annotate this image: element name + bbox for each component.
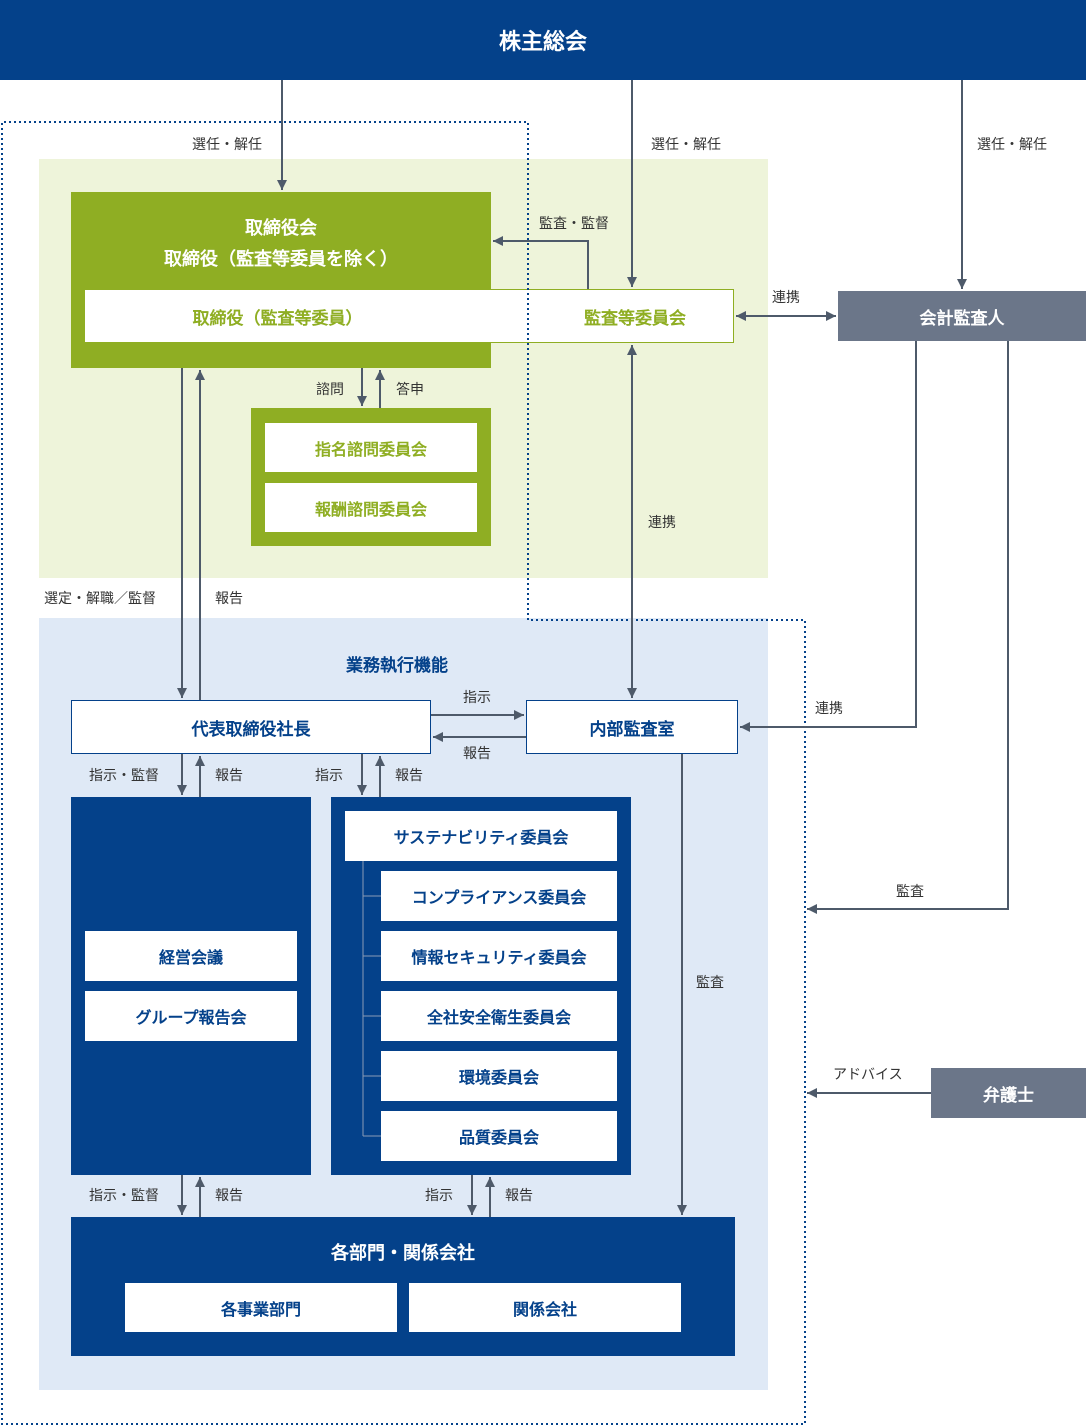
management-panel [71, 797, 311, 1175]
sustainability-committee: サステナビリティ委員会 [345, 811, 617, 861]
info-security-committee: 情報セキュリティ委員会 [381, 931, 617, 981]
group-report-meeting: グループ報告会 [85, 991, 297, 1041]
label-report-internal: 報告 [463, 746, 491, 762]
label-advice: アドバイス [833, 1067, 903, 1083]
internal-audit-office: 内部監査室 [526, 700, 738, 754]
management-meeting: 経営会議 [85, 931, 297, 981]
audit-committee: 監査等委員会 [584, 308, 686, 329]
label-instruct-supervise-left: 指示・監督 [89, 768, 159, 784]
quality-committee: 品質委員会 [381, 1111, 617, 1161]
board-title: 取締役会 [245, 218, 317, 239]
label-instruct-bottom: 指示 [425, 1188, 453, 1204]
label-appoint-dismiss-supervise: 選定・解職／監督 [44, 591, 156, 607]
label-audit-supervise: 監査・監督 [539, 216, 609, 232]
label-reply: 答申 [396, 382, 424, 398]
label-cooperation-accountant-internal: 連携 [815, 701, 843, 717]
execution-title: 業務執行機能 [346, 655, 448, 676]
board-subtitle: 取締役（監査等委員を除く） [164, 249, 398, 270]
label-instruct-internal: 指示 [463, 690, 491, 706]
compliance-committee: コンプライアンス委員会 [381, 871, 617, 921]
label-elect-audit: 選任・解任 [651, 137, 721, 153]
president: 代表取締役社長 [71, 700, 431, 754]
business-departments: 各事業部門 [125, 1283, 397, 1332]
affiliates: 関係会社 [409, 1283, 681, 1332]
label-instruct-right: 指示 [315, 768, 343, 784]
lawyer: 弁護士 [931, 1068, 1086, 1118]
label-cooperation-accountant: 連携 [772, 290, 800, 306]
environment-committee: 環境委員会 [381, 1051, 617, 1101]
remuneration-committee: 報酬諮問委員会 [265, 483, 477, 532]
label-elect-board: 選任・解任 [192, 137, 262, 153]
arrow-audit-accountant [807, 341, 1009, 914]
label-report-left: 報告 [215, 768, 243, 784]
shareholders-meeting: 株主総会 [0, 0, 1086, 80]
label-audit-internal: 監査 [696, 975, 724, 991]
accounting-auditor: 会計監査人 [838, 291, 1086, 341]
label-cooperation-internal: 連携 [648, 515, 676, 531]
label-report-board: 報告 [215, 591, 243, 607]
label-elect-accountant: 選任・解任 [977, 137, 1047, 153]
label-instruct-supervise-bottom: 指示・監督 [89, 1188, 159, 1204]
label-report-right: 報告 [395, 768, 423, 784]
label-consult: 諮問 [316, 382, 344, 398]
directors-audit-members: 取締役（監査等委員） [192, 308, 363, 329]
departments-title: 各部門・関係会社 [331, 1243, 475, 1264]
safety-health-committee: 全社安全衛生委員会 [381, 991, 617, 1041]
nomination-committee: 指名諮問委員会 [265, 423, 477, 472]
label-audit-accountant: 監査 [896, 884, 924, 900]
label-report-bottom-left: 報告 [215, 1188, 243, 1204]
label-report-bottom-right: 報告 [505, 1188, 533, 1204]
